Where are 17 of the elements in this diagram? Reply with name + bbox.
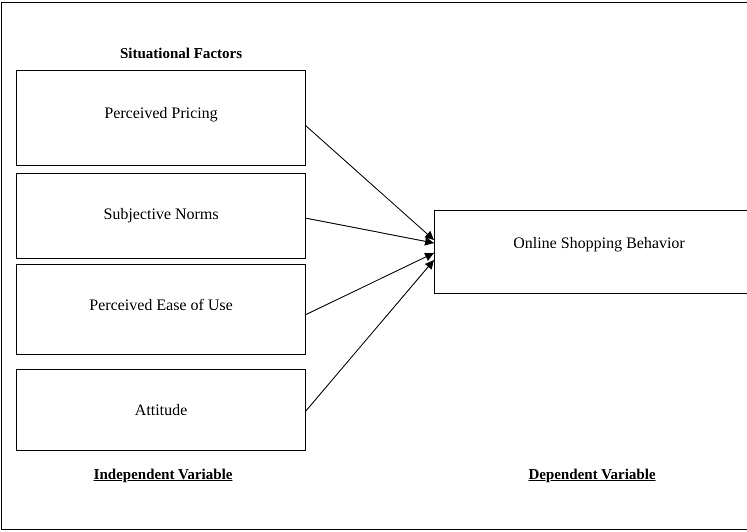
variable-label: Online Shopping Behavior — [513, 235, 685, 253]
axis-caption: Dependent Variable — [528, 467, 656, 484]
variable-label: Perceived Pricing — [104, 105, 218, 123]
variable-box — [434, 210, 747, 294]
arrow — [304, 252, 434, 316]
variable-box — [16, 173, 306, 259]
variable-box — [16, 264, 306, 355]
group-heading: Situational Factors — [120, 46, 242, 63]
variable-box — [16, 70, 306, 166]
arrow — [304, 218, 434, 246]
variable-label: Subjective Norms — [103, 206, 219, 224]
arrow — [304, 260, 434, 412]
axis-caption: Independent Variable — [94, 467, 232, 484]
variable-box — [16, 369, 306, 451]
variable-label: Perceived Ease of Use — [89, 297, 233, 315]
arrow — [304, 124, 434, 240]
variable-label: Attitude — [134, 402, 188, 420]
